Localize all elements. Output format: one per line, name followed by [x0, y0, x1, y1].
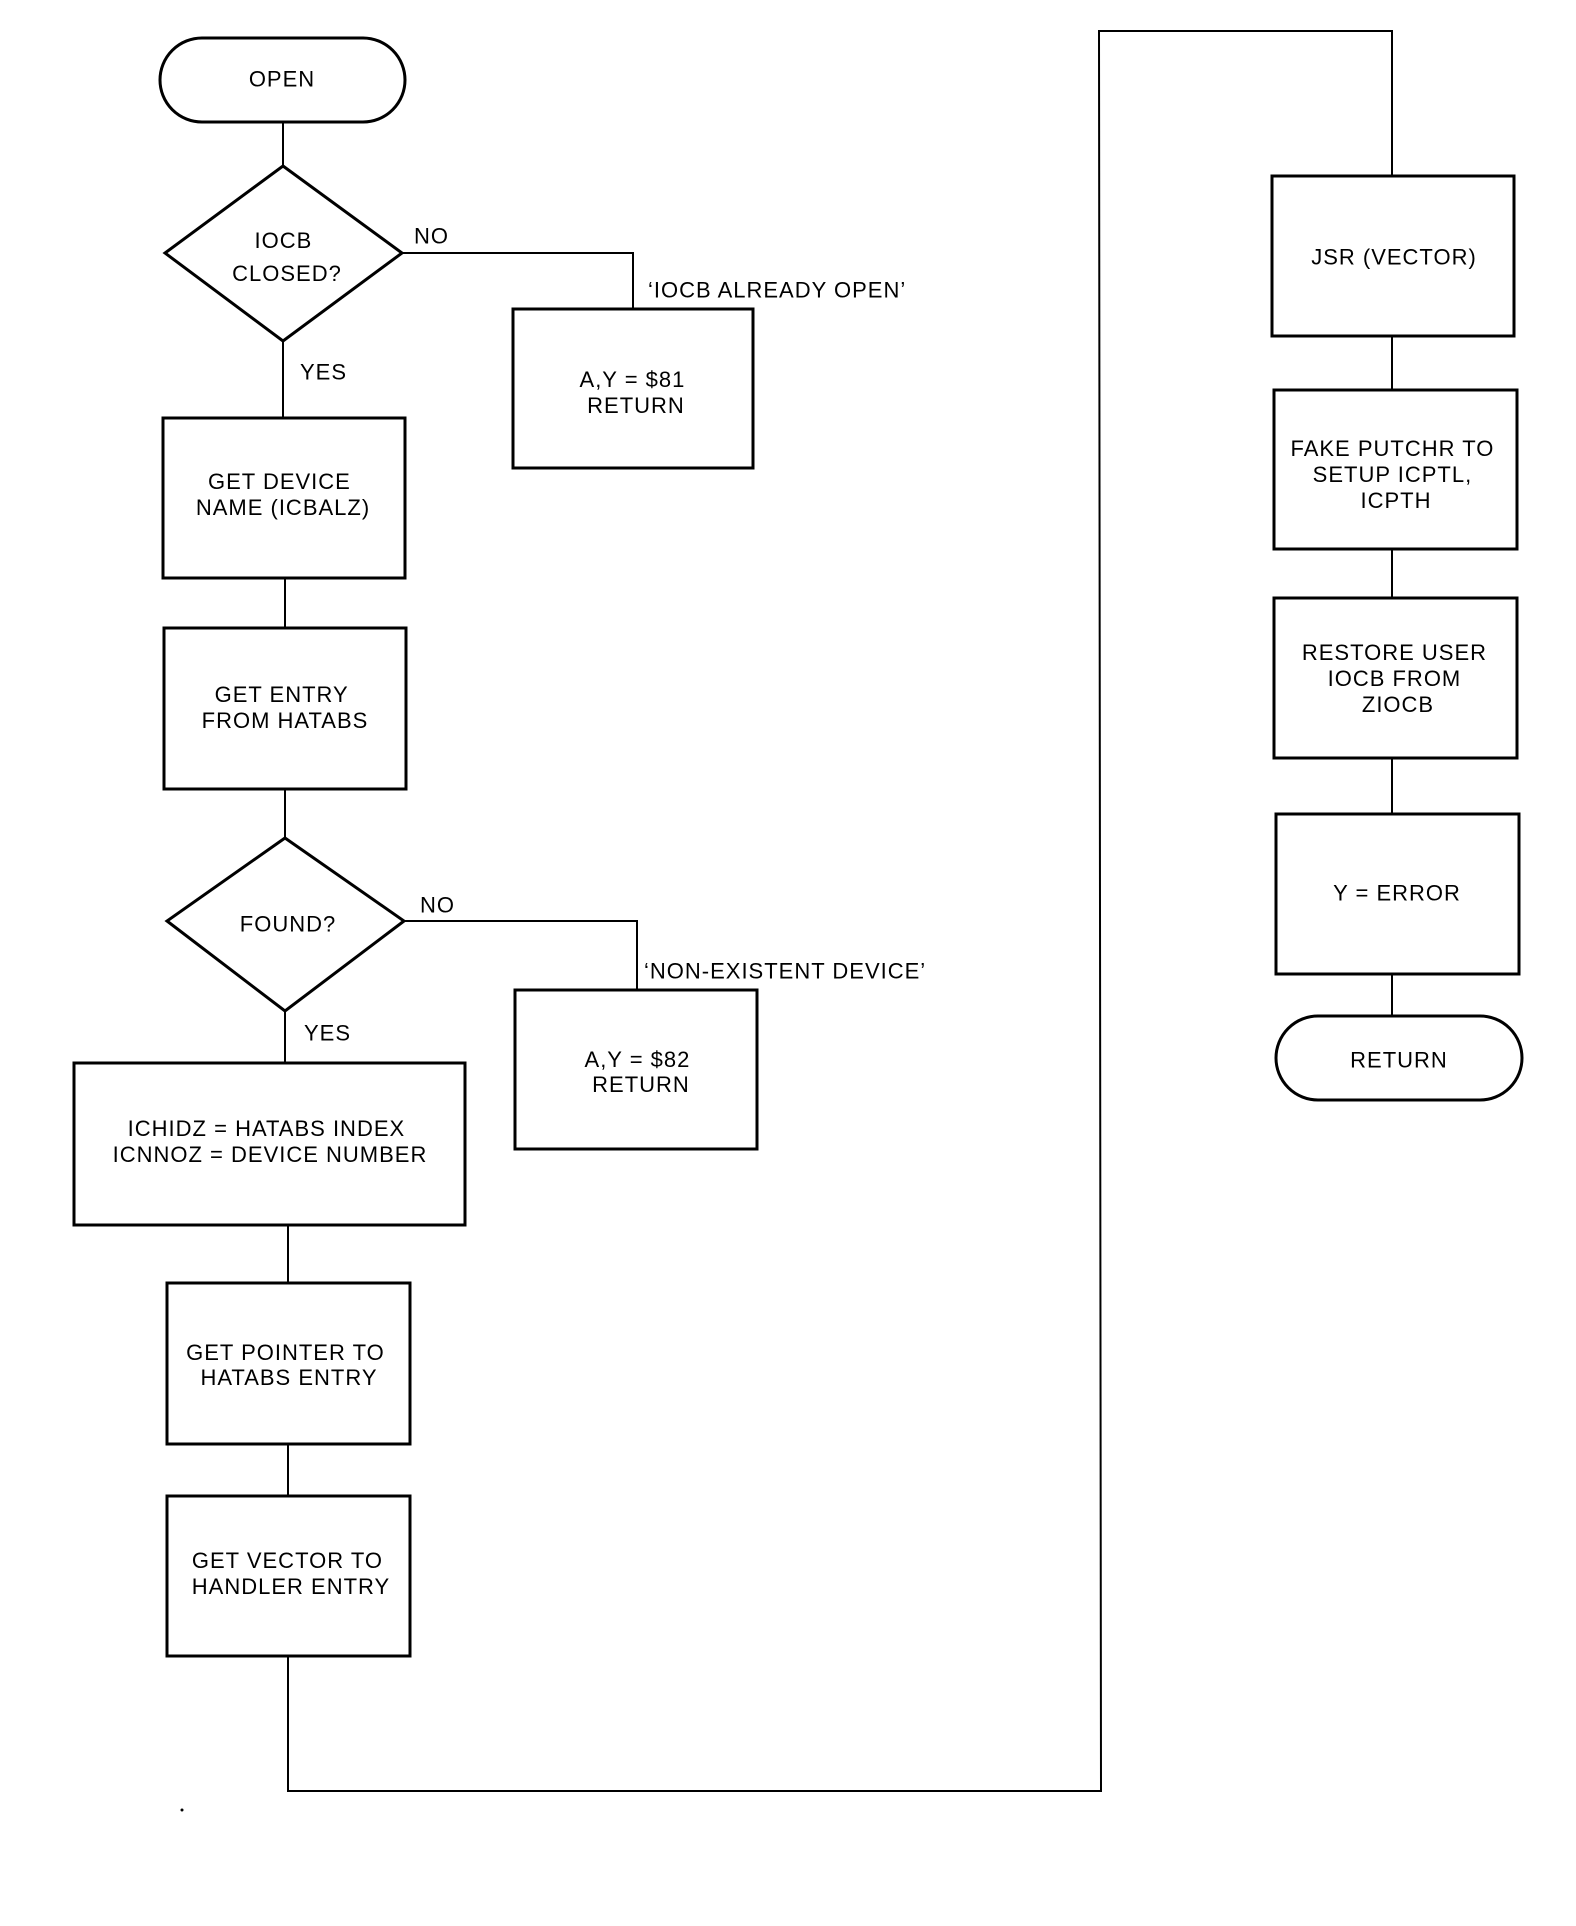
node-return-81-line2: RETURN	[587, 393, 685, 418]
process-shape	[1274, 812, 1521, 976]
process-shape	[1272, 388, 1519, 551]
node-set-index: ICHIDZ = HATABS INDEX ICNNOZ = DEVICE NU…	[72, 1061, 467, 1227]
node-iocb-closed-line1: IOCB	[255, 228, 313, 253]
node-iocb-closed-line2: CLOSED?	[232, 261, 342, 286]
node-set-index-line1: ICHIDZ = HATABS INDEX	[128, 1116, 406, 1141]
node-get-pointer-line2: HATABS ENTRY	[200, 1365, 377, 1390]
decision-shape	[164, 836, 407, 1013]
node-return-82-line1: A,Y = $82	[585, 1047, 691, 1072]
connector-iocb-no	[402, 252, 634, 309]
node-get-device-name-line2: NAME (ICBALZ)	[196, 495, 370, 520]
process-shape	[165, 1281, 412, 1446]
node-get-vector-line1: GET VECTOR TO	[192, 1548, 383, 1573]
node-get-device-name-line1: GET DEVICE	[208, 469, 351, 494]
non-existent-device-note: ‘NON-EXISTENT DEVICE’	[644, 959, 926, 984]
connector-found-no	[404, 920, 638, 990]
terminal-shape	[1274, 1014, 1524, 1102]
svg-text:GET ENTRY FROM HATABS: GET ENTRY FROM HATABS	[202, 682, 369, 733]
decision-shape	[162, 164, 405, 343]
node-set-index-line2: ICNNOZ = DEVICE NUMBER	[113, 1142, 428, 1167]
svg-text:A,Y = $82 RETURN: A,Y = $82 RETURN	[585, 1047, 698, 1097]
node-restore-iocb: RESTORE USER IOCB FROM ZIOCB	[1272, 596, 1519, 760]
node-return-end: RETURN	[1274, 1014, 1524, 1102]
node-get-vector: GET VECTOR TO HANDLER ENTRY	[165, 1494, 412, 1658]
node-return-end-label: RETURN	[1350, 1048, 1448, 1073]
node-y-error: Y = ERROR	[1274, 812, 1521, 976]
terminal-shape	[158, 36, 407, 124]
svg-text:A,Y = $81 RETURN: A,Y = $81 RETURN	[580, 367, 693, 418]
node-jsr-vector: JSR (VECTOR)	[1270, 174, 1516, 338]
node-restore-iocb-line1: RESTORE USER	[1302, 640, 1487, 665]
node-found-label: FOUND?	[240, 912, 336, 937]
node-get-entry: GET ENTRY FROM HATABS	[162, 626, 408, 791]
found-yes-label: YES	[304, 1021, 351, 1046]
node-get-entry-line2: FROM HATABS	[202, 708, 369, 733]
found-no-label: NO	[420, 893, 455, 918]
node-y-error-label: Y = ERROR	[1333, 881, 1461, 906]
process-shape	[165, 1494, 412, 1658]
node-return-82: A,Y = $82 RETURN	[513, 988, 759, 1151]
svg-text:GET DEVICE NAME (ICBALZ): GET DEVICE NAME (ICBALZ)	[196, 469, 370, 520]
process-shape	[72, 1061, 467, 1227]
node-return-81: A,Y = $81 RETURN	[511, 307, 755, 470]
node-fake-putchr-line2: SETUP ICPTL,	[1313, 462, 1473, 487]
node-get-device-name: GET DEVICE NAME (ICBALZ)	[161, 416, 407, 580]
node-get-entry-line1: GET ENTRY	[215, 682, 349, 707]
svg-text:IOCB CLOSED?: IOCB CLOSED?	[232, 228, 342, 286]
process-shape	[1270, 174, 1516, 338]
svg-text:RESTORE USER IOCB FROM: RESTORE USER IOCB FROM ZIOCB	[1302, 640, 1494, 717]
svg-text:GET VECTOR TO HANDLER EN: GET VECTOR TO HANDLER ENTRY	[192, 1548, 390, 1599]
node-return-81-line1: A,Y = $81	[580, 367, 686, 392]
node-return-82-line2: RETURN	[592, 1072, 690, 1097]
process-shape	[1272, 596, 1519, 760]
node-jsr-vector-label: JSR (VECTOR)	[1311, 245, 1477, 270]
process-shape	[513, 988, 759, 1151]
node-get-pointer-line1: GET POINTER TO	[186, 1340, 385, 1365]
node-open-label: OPEN	[249, 67, 315, 92]
node-found: FOUND?	[164, 836, 407, 1013]
node-fake-putchr: FAKE PUTCHR TO SETUP ICPTL, ICPTH	[1272, 388, 1519, 551]
node-open: OPEN	[158, 36, 407, 124]
svg-text:GET POINTER TO HATABS EN: GET POINTER TO HATABS ENTRY	[186, 1340, 392, 1390]
node-fake-putchr-line1: FAKE PUTCHR TO	[1290, 436, 1494, 461]
node-get-vector-line2: HANDLER ENTRY	[192, 1574, 390, 1599]
process-shape	[511, 307, 755, 470]
stray-dot-mark	[180, 1808, 184, 1812]
iocb-already-open-note: ‘IOCB ALREADY OPEN’	[648, 278, 906, 303]
node-get-pointer: GET POINTER TO HATABS ENTRY	[165, 1281, 412, 1446]
svg-text:ICHIDZ = HATABS INDEX I: ICHIDZ = HATABS INDEX ICNNOZ = DEVICE NU…	[113, 1116, 428, 1167]
process-shape	[161, 416, 407, 580]
svg-text:FAKE PUTCHR TO SETUP ICP: FAKE PUTCHR TO SETUP ICPTL, ICPTH	[1290, 436, 1501, 513]
connector-lines	[282, 30, 1393, 1792]
connector-vector-to-jsr	[287, 30, 1393, 1792]
node-restore-iocb-line2: IOCB FROM	[1328, 666, 1462, 691]
iocb-yes-label: YES	[300, 360, 347, 385]
iocb-no-label: NO	[414, 224, 449, 249]
node-restore-iocb-line3: ZIOCB	[1362, 692, 1434, 717]
node-fake-putchr-line3: ICPTH	[1361, 488, 1432, 513]
process-shape	[162, 626, 408, 791]
node-iocb-closed: IOCB CLOSED?	[162, 164, 405, 343]
